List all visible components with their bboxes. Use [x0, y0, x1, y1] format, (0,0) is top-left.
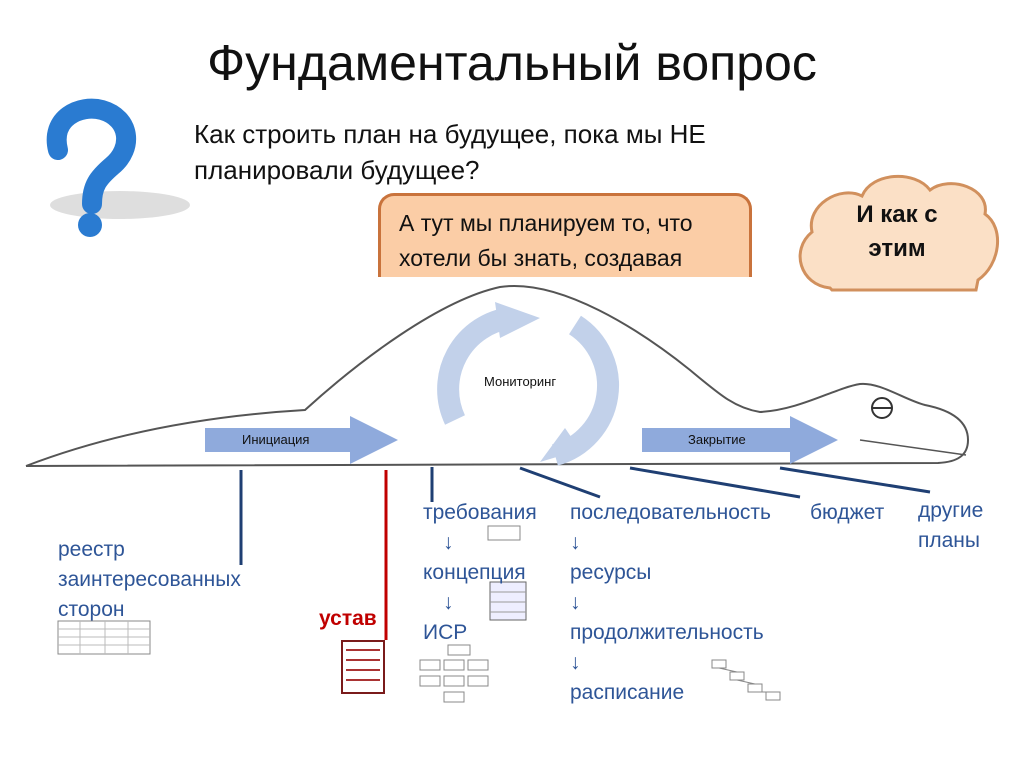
- charter-label: устав: [319, 607, 377, 630]
- question-line-2: планировали будущее?: [194, 155, 480, 185]
- cloud-text-wrapper: И как с этим: [796, 168, 998, 286]
- requirements-thumbnail: [487, 525, 521, 541]
- process-outline: [25, 284, 970, 467]
- question-line-1: Как строить план на будущее, пока мы НЕ: [194, 119, 706, 149]
- schedule-network-thumbnail: [711, 659, 781, 701]
- wbs-thumbnail: [419, 644, 489, 703]
- charter-document-thumbnail: [341, 640, 385, 694]
- closing-label: Закрытие: [688, 432, 746, 447]
- initiation-label: Инициация: [242, 432, 310, 447]
- stakeholder-register-label: реестр заинтересованных сторон: [58, 538, 241, 621]
- stakeholder-register-thumbnail: [57, 620, 151, 655]
- other-plans-label: другие планы: [918, 499, 984, 552]
- cloud-line-1: И как с: [856, 201, 938, 228]
- scope-chain: требования ↓ концепция ↓ ИСР: [423, 501, 537, 644]
- monitoring-label: Мониторинг: [484, 374, 557, 389]
- connector-lines: [239, 466, 931, 565]
- closing-arrow: [642, 416, 838, 464]
- callout-line-2: хотели бы знать, создавая: [399, 245, 683, 271]
- concept-thumbnail: [489, 581, 527, 621]
- callout-box: А тут мы планируем то, что хотели бы зна…: [378, 193, 752, 277]
- callout-line-1: А тут мы планируем то, что: [399, 210, 693, 236]
- initiation-arrow: [205, 416, 398, 464]
- thought-cloud: [798, 175, 1000, 292]
- cloud-line-2: этим: [868, 235, 926, 262]
- question-text: Как строить план на будущее, пока мы НЕ …: [194, 116, 706, 188]
- page-title: Фундаментальный вопрос: [207, 35, 817, 91]
- budget-label: бюджет: [810, 501, 885, 524]
- schedule-chain: последовательность ↓ ресурсы ↓ продолжит…: [570, 501, 771, 704]
- question-mark-icon: [46, 98, 190, 237]
